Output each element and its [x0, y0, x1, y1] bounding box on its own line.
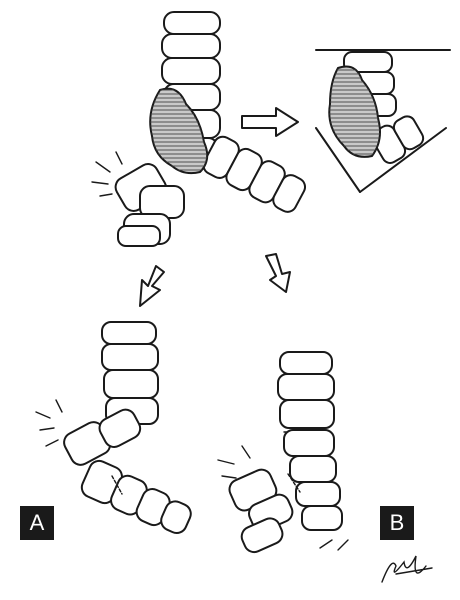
panel-a-label: A [20, 506, 54, 540]
panel-b-reconstruction [217, 351, 349, 554]
upper-lobe-stump-marks [91, 151, 123, 197]
left-bronchus [114, 163, 185, 247]
detail-view [315, 49, 451, 193]
right-arrow-icon [241, 107, 299, 137]
panel-a-label-text: A [29, 510, 45, 535]
right-bronchus [202, 135, 307, 213]
panel-b-label: B [380, 506, 414, 540]
down-right-arrow-icon [265, 253, 291, 293]
artist-signature [381, 555, 433, 583]
panel-b-label-text: B [389, 510, 405, 535]
original-airway [91, 11, 307, 247]
down-left-arrow-icon [139, 265, 165, 307]
panel-a-reconstruction [35, 321, 192, 534]
